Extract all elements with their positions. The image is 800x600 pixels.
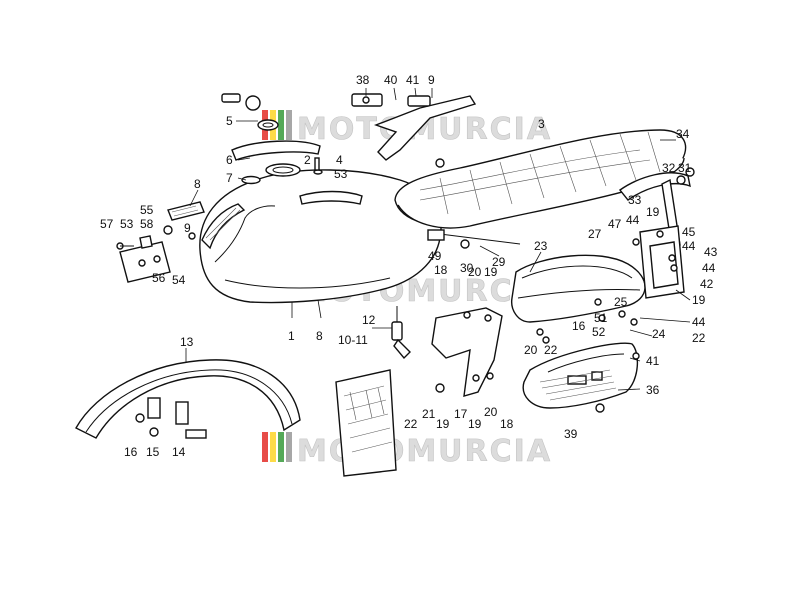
callout: 41 — [646, 354, 660, 368]
callout: 12 — [362, 313, 376, 327]
callout: 16 — [124, 445, 138, 459]
rubber-mat — [335, 369, 397, 477]
callout: 49 — [428, 249, 442, 263]
callout: 27 — [588, 227, 602, 241]
callout: 31 — [678, 161, 692, 175]
callout: 25 — [614, 295, 628, 309]
callout: 44 — [682, 239, 696, 253]
callout: 52 — [592, 325, 606, 339]
callout: 40 — [384, 73, 398, 87]
callout: 1 — [288, 329, 295, 343]
callout: 18 — [434, 263, 448, 277]
callout: 5 — [226, 114, 233, 128]
watermark-text: MOTOMURCIA — [297, 434, 552, 469]
callout: 29 — [492, 255, 506, 269]
callout: 6 — [226, 153, 233, 167]
callout: 30 — [460, 261, 474, 275]
watermark-bottom: MOTOMURCIA — [262, 432, 552, 469]
callout: 32 — [662, 161, 676, 175]
callout: 10-11 — [338, 333, 368, 347]
callout: 18 — [500, 417, 514, 431]
callout: 20 — [524, 343, 538, 357]
callout: 8 — [316, 329, 323, 343]
callout: 7 — [226, 171, 233, 185]
callout: 43 — [704, 245, 718, 259]
callout: 20 — [484, 405, 498, 419]
callout: 44 — [626, 213, 640, 227]
callout: 53 — [120, 217, 134, 231]
mudguard-support-bracket — [431, 307, 503, 397]
callout: 19 — [468, 417, 482, 431]
callout: 38 — [356, 73, 370, 87]
callout-labels: 38 40 41 9 3 34 5 6 7 2 4 53 32 31 8 55 … — [100, 73, 718, 459]
callout: 47 — [608, 217, 622, 231]
fuel-petcock — [391, 306, 411, 360]
callout: 51 — [594, 311, 608, 325]
seat-front-bracket — [351, 93, 477, 168]
callout: 39 — [564, 427, 578, 441]
callout: 20 — [468, 265, 482, 279]
callout: 2 — [304, 153, 311, 167]
callout: 9 — [428, 73, 435, 87]
callout: 3 — [538, 117, 545, 131]
callout: 17 — [454, 407, 468, 421]
rear-fender — [511, 254, 646, 323]
callout: 4 — [336, 153, 343, 167]
callout: 33 — [628, 193, 642, 207]
callout: 19 — [436, 417, 450, 431]
callout: 16 — [572, 319, 586, 333]
callout: 9 — [184, 221, 191, 235]
callout: 45 — [682, 225, 696, 239]
seat — [394, 129, 687, 229]
callout: 44 — [692, 315, 706, 329]
callout: 34 — [676, 127, 690, 141]
front-fender — [75, 359, 301, 439]
callout: 54 — [172, 273, 186, 287]
callout: 22 — [404, 417, 418, 431]
callout: 42 — [700, 277, 714, 291]
seat-strap — [427, 229, 521, 249]
rear-fasteners — [536, 298, 638, 344]
callout: 13 — [180, 335, 194, 349]
callout: 57 — [100, 217, 114, 231]
license-plate-bracket — [632, 225, 685, 299]
callout: 36 — [646, 383, 660, 397]
callout: 44 — [702, 261, 716, 275]
callout: 22 — [544, 343, 558, 357]
callout: 19 — [484, 265, 498, 279]
callout: 53 — [334, 167, 348, 181]
fuel-cap-assembly — [221, 93, 323, 185]
callout: 19 — [646, 205, 660, 219]
leader-lines — [185, 87, 691, 391]
side-cover — [522, 342, 640, 413]
callout: 24 — [652, 327, 666, 341]
callout: 55 — [140, 203, 154, 217]
tank-knee-pad — [201, 203, 246, 250]
callout: 41 — [406, 73, 420, 87]
callout: 22 — [692, 331, 706, 345]
callout: 15 — [146, 445, 160, 459]
callout: 58 — [140, 217, 154, 231]
fuel-tank — [199, 163, 442, 304]
callout: 14 — [172, 445, 186, 459]
callout: 19 — [692, 293, 706, 307]
callout: 23 — [534, 239, 548, 253]
callout: 21 — [422, 407, 436, 421]
callout: 56 — [152, 271, 166, 285]
tank-bracket-left — [116, 201, 205, 283]
callout: 8 — [194, 177, 201, 191]
